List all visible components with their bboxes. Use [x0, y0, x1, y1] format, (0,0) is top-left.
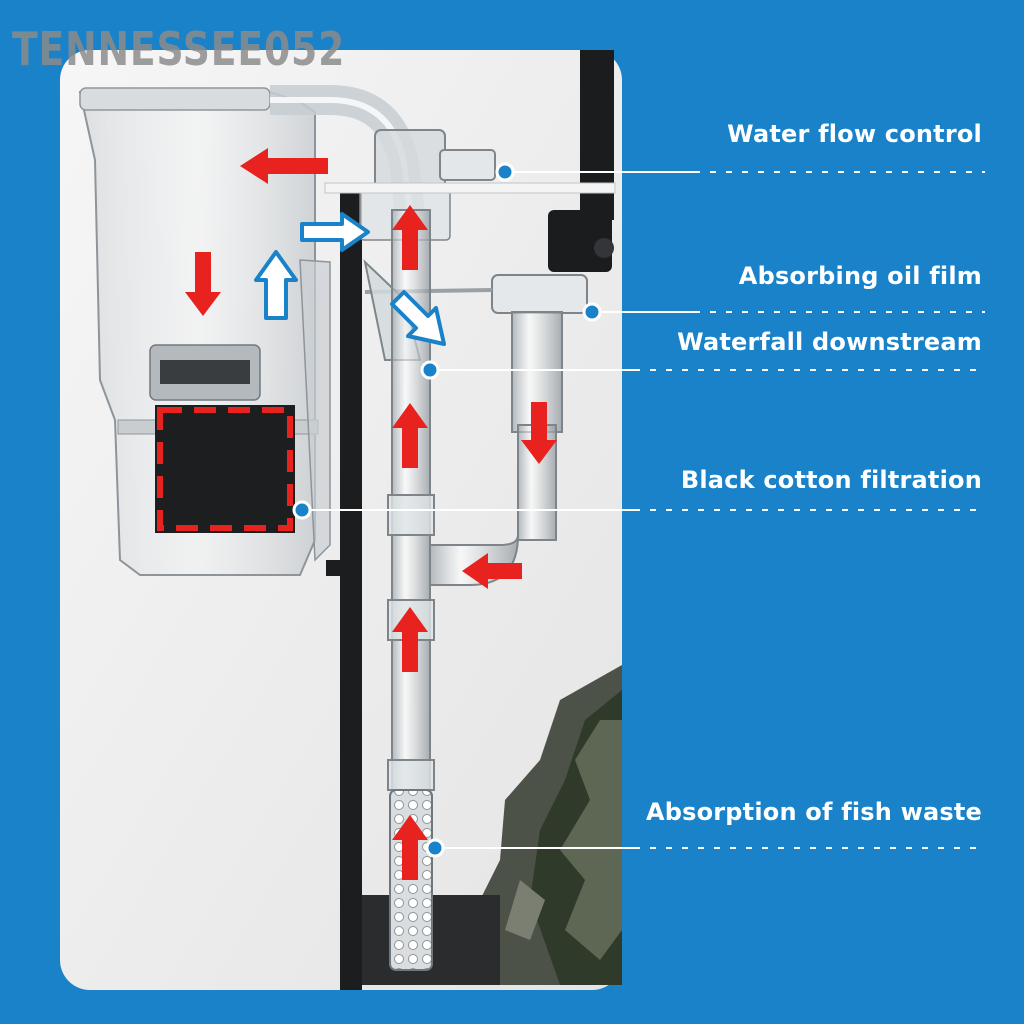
aquarium-wall — [340, 185, 362, 990]
flow-arrows-red — [185, 148, 557, 880]
callout-label-absorbing-oil-film: Absorbing oil film — [738, 262, 982, 290]
arrow-red-up-strainer — [392, 815, 428, 880]
callout-label-water-flow-control: Water flow control — [727, 120, 982, 148]
arrow-red-up-tube-1 — [392, 403, 428, 468]
arrow-blue-up — [254, 250, 298, 320]
arrow-red-left-top — [240, 148, 328, 184]
callout-label-waterfall-downstream: Waterfall downstream — [677, 328, 982, 356]
leader-black-cotton-filtration — [292, 500, 985, 520]
leader-absorption-of-fish-waste — [425, 838, 985, 858]
arrow-red-up-tube-2 — [392, 607, 428, 672]
watermark-text: TENNESSEE052 — [12, 22, 346, 76]
callout-leaders — [292, 162, 985, 858]
arrow-blue-right — [300, 212, 370, 252]
leader-absorbing-oil-film — [582, 302, 985, 322]
arrow-red-down-skimmer — [521, 402, 557, 464]
aquarium-rock — [470, 665, 622, 985]
leader-water-flow-control — [495, 162, 985, 182]
flow-arrows-blue — [254, 212, 446, 346]
leader-waterfall-downstream — [420, 360, 985, 380]
air-pipe — [580, 50, 614, 220]
arrow-red-up-valve — [392, 205, 428, 270]
callout-label-absorption-of-fish-waste: Absorption of fish waste — [645, 798, 982, 826]
filter-highlight-box — [157, 407, 293, 531]
callout-label-black-cotton-filtration: Black cotton filtration — [680, 466, 982, 494]
arrow-blue-diagonal — [390, 290, 446, 346]
black-cotton-filter — [155, 405, 295, 533]
arrow-red-down-box — [185, 252, 221, 316]
arrow-red-left-tee — [462, 553, 522, 589]
